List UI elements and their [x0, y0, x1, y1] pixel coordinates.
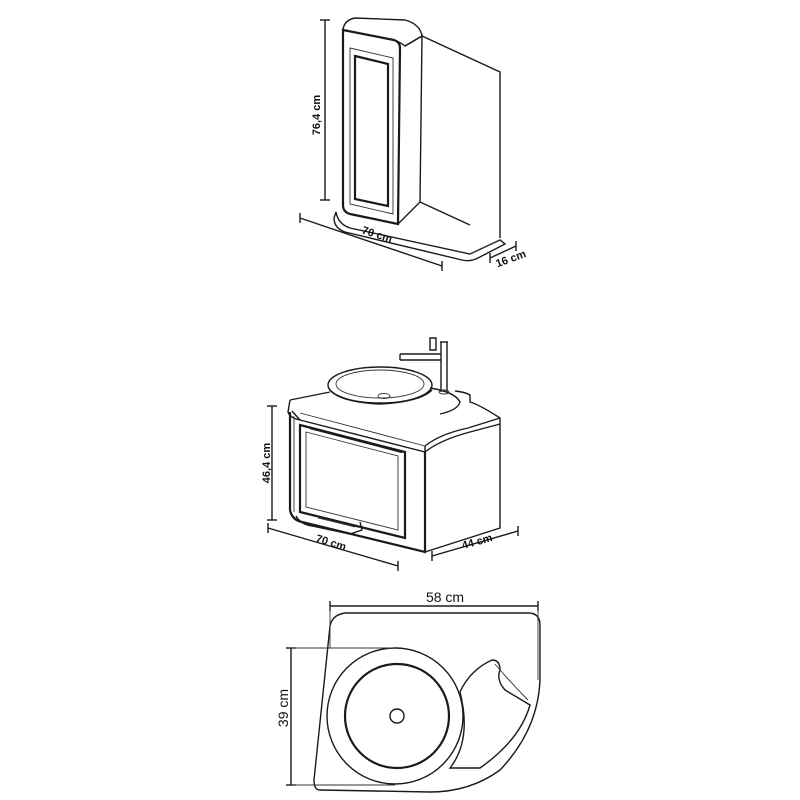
mirror-cabinet-drawing: [333, 17, 507, 262]
sink-top-view-width-dimension: 58 cm: [329, 589, 539, 680]
base-cabinet-height-label: 46,4 cm: [261, 443, 273, 484]
mirror-cabinet-width-dimension: 70 cm: [299, 213, 443, 271]
base-cabinet-width-label: 70 cm: [314, 533, 348, 554]
sink-top-view-depth-label: 39 cm: [275, 689, 291, 727]
sink-top-view-width-label: 58 cm: [426, 589, 464, 605]
base-cabinet-depth-label: 44 cm: [461, 532, 495, 552]
sink-top-view-drawing: [313, 612, 541, 793]
sink-top-view-depth-dimension: 39 cm: [275, 647, 395, 786]
mirror-cabinet-depth-label: 16 cm: [494, 248, 528, 270]
base-cabinet-height-dimension: 46,4 cm: [261, 405, 277, 521]
mirror-cabinet-height-dimension: 76,4 cm: [311, 19, 330, 201]
mirror-cabinet-width-label: 70 cm: [360, 225, 394, 246]
mirror-cabinet-depth-dimension: 16 cm: [489, 241, 528, 270]
base-cabinet-drawing: [287, 337, 501, 554]
base-cabinet-depth-dimension: 44 cm: [431, 526, 519, 561]
mirror-cabinet-height-label: 76,4 cm: [311, 95, 323, 136]
